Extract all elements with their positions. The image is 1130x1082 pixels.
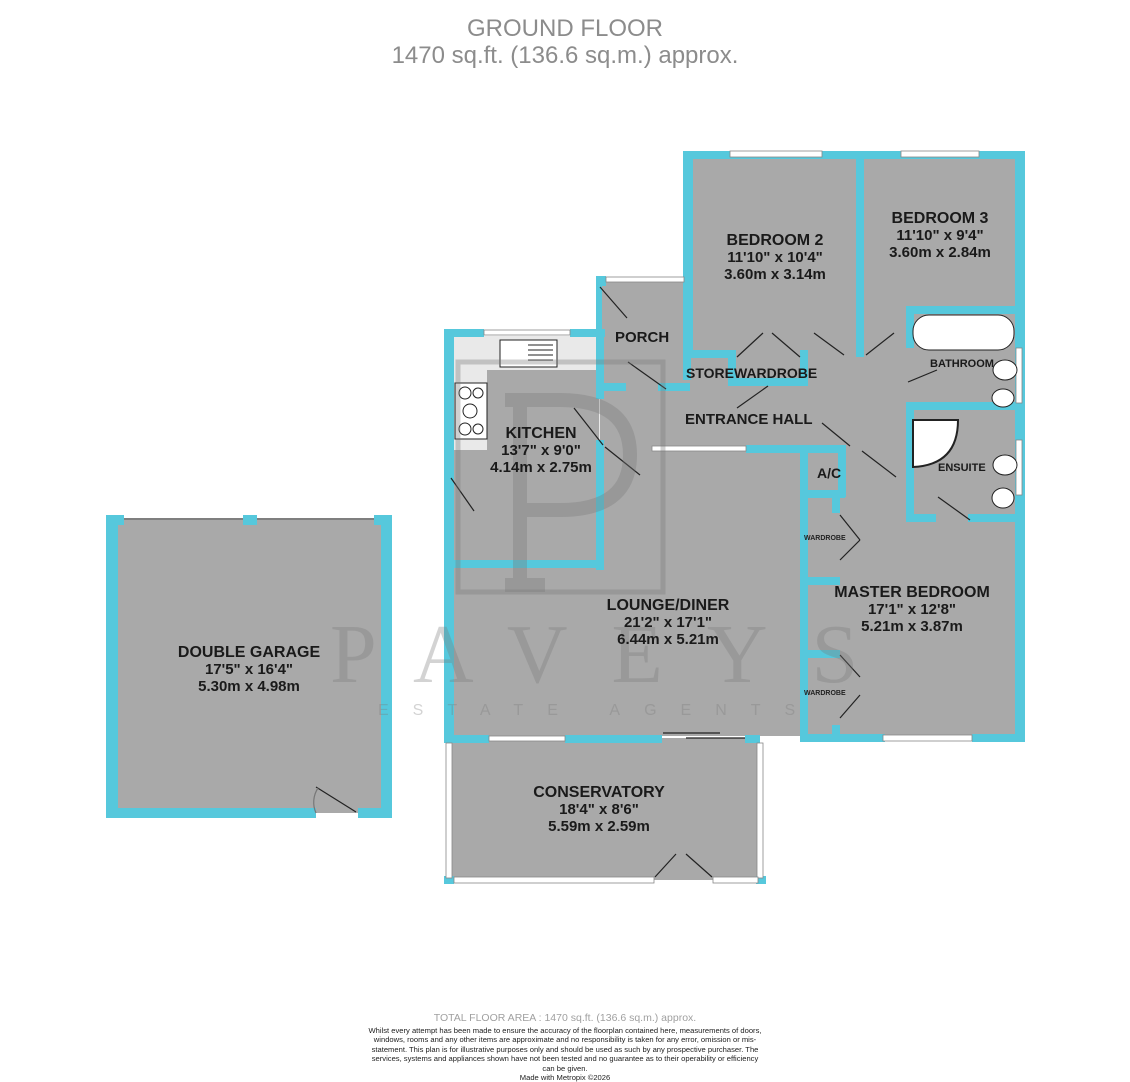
room-name: BEDROOM 2 <box>726 232 824 249</box>
basin-icon <box>991 388 1015 408</box>
room-metric: 5.59m x 2.59m <box>548 818 650 835</box>
label-porch: PORCH <box>615 329 670 346</box>
label-entrance-hall: ENTRANCE HALL <box>685 411 813 428</box>
room-imperial: 17'5" x 16'4" <box>204 661 294 678</box>
label-ac: A/C <box>817 465 842 481</box>
room-imperial: 11'10" x 9'4" <box>896 227 984 244</box>
room-metric: 6.44m x 5.21m <box>617 631 719 648</box>
master-floor <box>807 495 1020 735</box>
fixtures <box>454 314 1018 509</box>
room-name: BEDROOM 3 <box>891 210 989 227</box>
room-metric: 3.60m x 3.14m <box>724 266 826 283</box>
room-imperial: 18'4" x 8'6" <box>559 801 639 818</box>
conservatory-floor <box>450 738 758 880</box>
doors <box>313 286 971 878</box>
room-bedroom-2: BEDROOM 2 11'10" x 10'4" 3.60m x 3.14m <box>724 232 826 283</box>
floor-title: GROUND FLOOR <box>466 15 663 42</box>
room-metric: 5.30m x 4.98m <box>198 678 300 695</box>
room-bedroom-3: BEDROOM 3 11'10" x 9'4" 3.60m x 2.84m <box>889 210 991 261</box>
label-ensuite: ENSUITE <box>938 462 986 474</box>
label-store: STORE <box>686 365 734 381</box>
label-wardrobe-upper: WARDROBE <box>804 535 846 542</box>
watermark-brand: PAVEYS <box>330 608 903 701</box>
footer-disclaimer: Whilst every attempt has been made to en… <box>365 1026 765 1082</box>
room-name: DOUBLE GARAGE <box>177 644 321 661</box>
room-name: MASTER BEDROOM <box>834 584 990 601</box>
floor-area: 1470 sq.ft. (136.6 sq.m.) approx. <box>391 42 739 69</box>
watermark-tagline: ESTATE AGENTS <box>378 702 820 719</box>
room-metric: 4.14m x 2.75m <box>490 459 592 476</box>
room-kitchen: KITCHEN 13'7" x 9'0" 4.14m x 2.75m <box>490 425 592 476</box>
room-imperial: 21'2" x 17'1" <box>623 614 713 631</box>
lounge-floor <box>452 450 807 736</box>
shower-icon <box>912 419 960 469</box>
footer-total-area: TOTAL FLOOR AREA : 1470 sq.ft. (136.6 sq… <box>433 1012 697 1024</box>
room-name: LOUNGE/DINER <box>606 597 730 614</box>
room-metric: 5.21m x 3.87m <box>861 618 963 635</box>
room-imperial: 13'7" x 9'0" <box>501 442 581 459</box>
room-name: KITCHEN <box>505 425 577 442</box>
bath-icon <box>912 314 1015 351</box>
label-bathroom: BATHROOM <box>930 358 994 370</box>
disclaimer-text: Whilst every attempt has been made to en… <box>368 1026 762 1073</box>
ensuite-basin-icon <box>991 487 1015 509</box>
room-conservatory: CONSERVATORY 18'4" x 8'6" 5.59m x 2.59m <box>533 784 665 835</box>
room-double-garage: DOUBLE GARAGE 17'5" x 16'4" 5.30m x 4.98… <box>178 644 320 695</box>
room-metric: 3.60m x 2.84m <box>889 244 991 261</box>
label-wardrobe: WARDROBE <box>734 365 818 381</box>
garage-floor <box>112 520 387 813</box>
room-name: CONSERVATORY <box>533 784 665 801</box>
windows <box>124 150 1023 884</box>
porch-floor <box>600 280 689 390</box>
footer-credit: Made with Metropix ©2026 <box>519 1073 611 1082</box>
watermark-logo-icon <box>455 359 666 595</box>
room-imperial: 17'1" x 12'8" <box>867 601 957 618</box>
room-master-bedroom: MASTER BEDROOM 17'1" x 12'8" 5.21m x 3.8… <box>834 584 990 635</box>
ensuite-toilet-icon <box>992 454 1018 476</box>
toilet-icon <box>992 359 1018 381</box>
label-wardrobe-lower: WARDROBE <box>804 690 846 697</box>
room-lounge-diner: LOUNGE/DINER 21'2" x 17'1" 6.44m x 5.21m <box>607 597 730 648</box>
room-imperial: 11'10" x 10'4" <box>727 249 823 266</box>
